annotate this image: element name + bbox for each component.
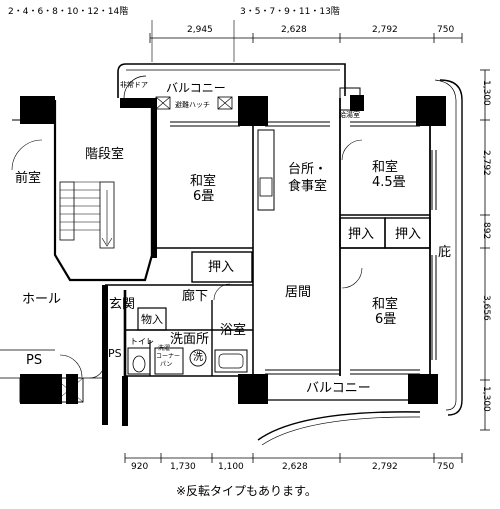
front-room-label: 前室 [15, 171, 42, 186]
odd-floors-note: 3・5・7・9・11・13階 [240, 7, 340, 17]
bottom-dim-3: 1,100 [218, 462, 244, 472]
right-dim-4: 3,656 [481, 295, 491, 321]
reverse-type-footnote: ※反転タイプもあります。 [176, 484, 317, 498]
bottom-dim-5: 2,792 [372, 462, 398, 472]
escape-hatch-label: 避難ハッチ [175, 101, 210, 109]
water-heater-label: 給湯室 [339, 111, 360, 119]
ps-left-label: PS [26, 353, 43, 368]
kitchen-label-line2: 食事室 [288, 179, 328, 194]
kitchen-label-line1: 台所・ [288, 162, 328, 177]
bottom-dim-2: 1,730 [170, 462, 196, 472]
washitsu-6-left-size: 6畳 [193, 189, 215, 204]
ps-small-label: PS [108, 347, 122, 360]
entrance-label: 玄関 [109, 297, 136, 312]
balcony-bottom-label: バルコニー [306, 381, 371, 396]
storage-label: 物入 [141, 313, 163, 326]
washitsu-6-right-label: 和室 [372, 297, 399, 312]
right-dim-2: 2,792 [481, 150, 491, 176]
bath-label: 浴室 [220, 323, 247, 338]
closet-mid-label: 押入 [348, 227, 375, 242]
top-dim-1: 2,945 [187, 25, 213, 35]
laundry-pan-line1: 洗濯 [158, 345, 171, 352]
bottom-dim-1: 920 [131, 462, 149, 472]
bottom-dim-4: 2,628 [282, 462, 308, 472]
stairwell-label: 階段室 [85, 147, 125, 162]
toilet-label: トイレ [130, 337, 154, 346]
emergency-door-label: 非常ドア [120, 81, 148, 89]
closet-left-label: 押入 [208, 260, 235, 275]
living-label: 居間 [285, 285, 312, 300]
top-dim-4: 750 [437, 25, 455, 35]
right-dim-3: 892 [481, 222, 491, 240]
laundry-pan-line3: パン [160, 361, 173, 368]
right-dim-5: 1,300 [481, 386, 491, 412]
balcony-top-label: バルコニー [166, 81, 226, 95]
hall-label: ホール [22, 292, 62, 307]
top-dim-3: 2,792 [372, 25, 398, 35]
washitsu-45-size: 4.5畳 [372, 175, 406, 190]
washitsu-6-right-size: 6畳 [375, 312, 397, 327]
bottom-dim-6: 750 [437, 462, 455, 472]
top-dim-2: 2,628 [281, 25, 307, 35]
washitsu-6-left-label: 和室 [190, 174, 217, 189]
laundry-pan-line2: コーナー [156, 353, 181, 360]
washer-label: 洗 [193, 352, 203, 363]
closet-right-label: 押入 [395, 227, 422, 242]
right-dim-1: 1,300 [481, 80, 491, 106]
washitsu-45-label: 和室 [372, 160, 399, 175]
garden-label: 庇 [438, 245, 452, 260]
corridor-label: 廊下 [182, 289, 209, 304]
even-floors-note: 2・4・6・8・10・12・14階 [8, 7, 129, 17]
washroom-label: 洗面所 [170, 332, 210, 347]
